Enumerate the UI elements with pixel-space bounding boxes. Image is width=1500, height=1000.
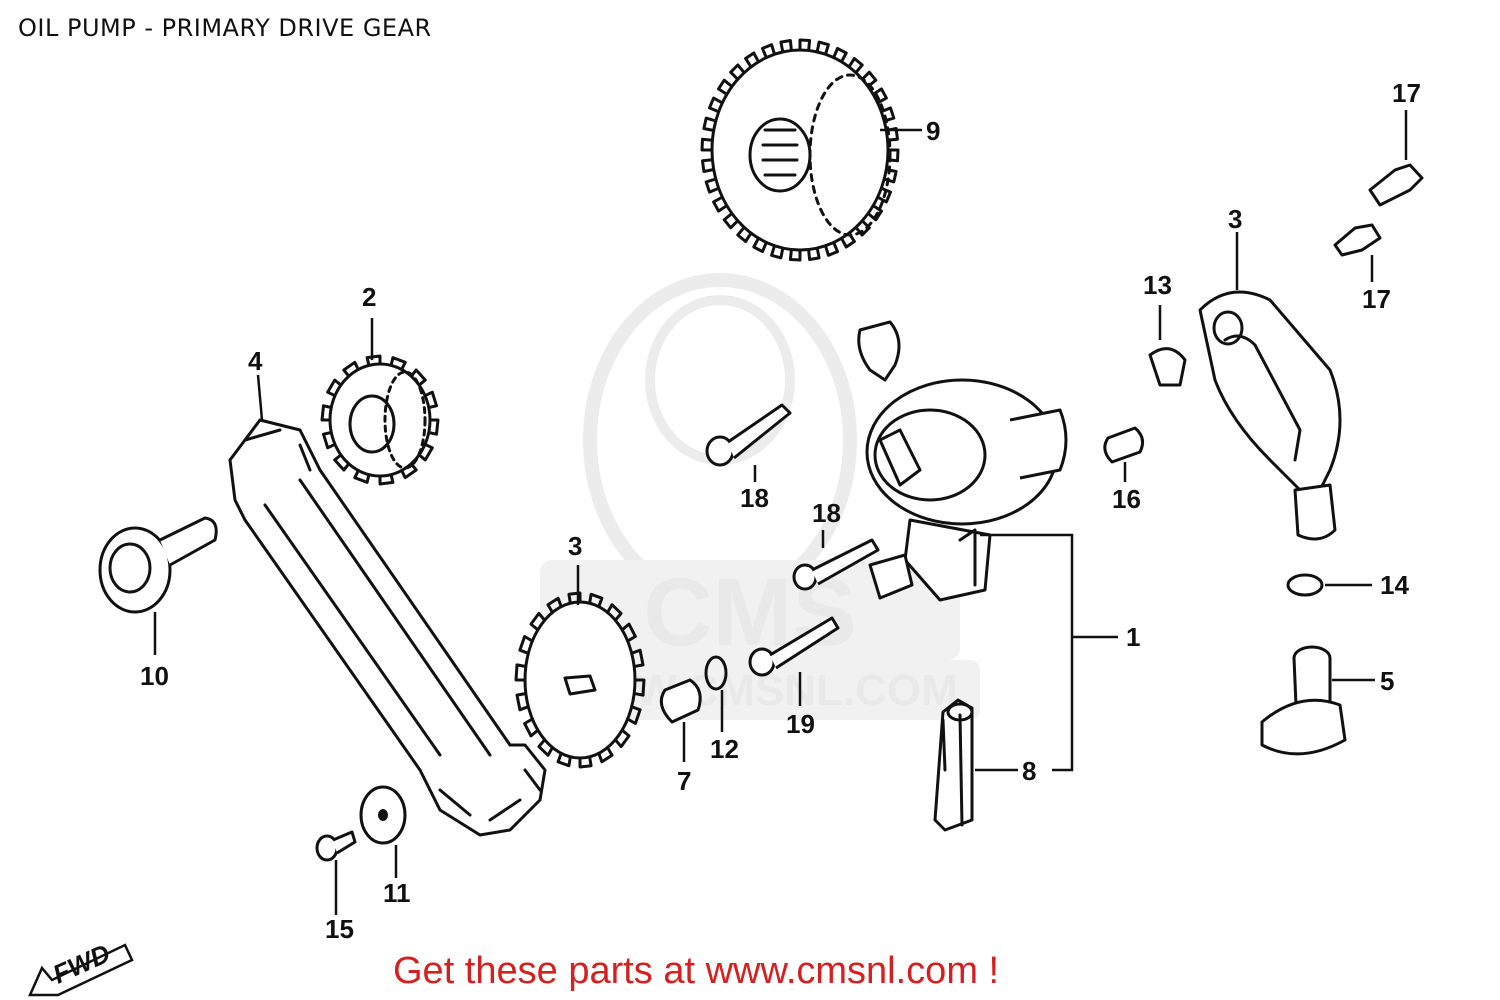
callout-8: 8 <box>1022 756 1036 786</box>
callout-5: 5 <box>1380 666 1394 696</box>
fwd-direction-marker: FWD <box>28 938 134 997</box>
part-4-drive-chain[interactable] <box>228 418 547 837</box>
part-11-washer[interactable] <box>359 785 407 845</box>
part-12-o-ring[interactable] <box>704 655 728 691</box>
callout-15: 15 <box>325 914 354 944</box>
callout-19: 19 <box>786 709 815 739</box>
part-3-driven-sprocket[interactable] <box>514 591 646 769</box>
callout-labels: 9 2 4 3 10 11 15 7 12 18 18 19 1 8 13 16… <box>140 78 1421 944</box>
callout-2: 2 <box>362 282 376 312</box>
callout-17-upper: 17 <box>1392 78 1421 108</box>
callout-10: 10 <box>140 661 169 691</box>
callout-9: 9 <box>926 116 940 146</box>
callout-4: 4 <box>248 346 263 376</box>
callout-14: 14 <box>1380 570 1409 600</box>
part-19-bolt[interactable] <box>748 616 840 677</box>
part-5-adapter[interactable] <box>1260 645 1347 756</box>
footer-link-text[interactable]: Get these parts at www.cmsnl.com ! <box>393 950 1000 992</box>
gear9-teeth <box>700 38 900 262</box>
gear3-teeth <box>514 591 646 769</box>
part-18-lower-bolt[interactable] <box>792 538 880 591</box>
callout-18-upper: 18 <box>740 483 769 513</box>
gear2-teeth <box>320 354 440 486</box>
callout-1: 1 <box>1126 622 1140 652</box>
callout-12: 12 <box>710 734 739 764</box>
part-17-lower-pin[interactable] <box>1333 223 1382 257</box>
callout-13: 13 <box>1143 270 1172 300</box>
part-9-primary-drive-gear[interactable] <box>700 38 900 262</box>
callout-7: 7 <box>677 766 691 796</box>
part-8-relief-valve[interactable] <box>933 698 974 832</box>
part-14-o-ring[interactable] <box>1286 573 1324 597</box>
part-1-oil-pump-assembly[interactable] <box>857 320 1068 602</box>
part-17-upper-pin[interactable] <box>1368 163 1424 207</box>
callout-11: 11 <box>383 878 411 908</box>
leader-lines <box>153 110 1408 915</box>
page-title: OIL PUMP - PRIMARY DRIVE GEAR <box>18 14 432 42</box>
callout-3-strainer: 3 <box>1228 204 1242 234</box>
callout-3: 3 <box>568 531 582 561</box>
part-16-pipe[interactable] <box>1103 426 1145 464</box>
callout-17-lower: 17 <box>1362 284 1391 314</box>
part-13-clip[interactable] <box>1148 347 1187 387</box>
part-18-upper-bolt[interactable] <box>705 403 792 467</box>
part-15-bolt[interactable] <box>315 830 357 862</box>
callout-18-lower: 18 <box>812 498 841 528</box>
part-7-dowel-pin[interactable] <box>659 678 702 724</box>
callout-16: 16 <box>1112 484 1141 514</box>
part-2-drive-sprocket[interactable] <box>320 354 440 486</box>
part-10-bolt[interactable] <box>98 516 218 614</box>
part-3-oil-strainer[interactable] <box>1198 290 1342 541</box>
